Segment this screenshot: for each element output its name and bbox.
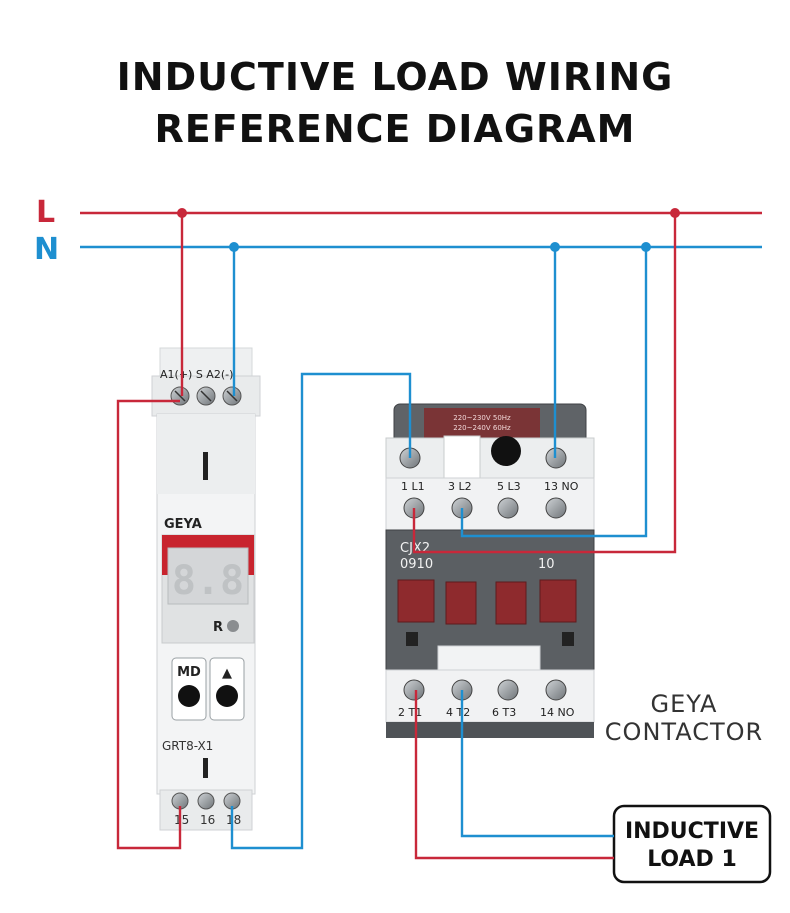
junction-neutral-coil: [550, 242, 560, 252]
timer-brand-logo: GEYA: [164, 517, 202, 532]
junction-live-contactor: [670, 208, 680, 218]
timer-model-label: GRT8-X1: [162, 739, 213, 753]
contactor-coil-label: [424, 408, 540, 438]
wire-t1-to-load: [414, 690, 614, 860]
load-label-line-2: LOAD 1: [647, 847, 737, 872]
timer-display-digits: 8.8: [172, 558, 244, 604]
neutral-line-label: N: [34, 232, 59, 267]
contactor-coil-line-1: 220~230V 50Hz: [453, 414, 511, 422]
contactor-terminal-l3: 5 L3: [497, 480, 521, 493]
timer-relay: A1(+) S A2(-) GEYA 8.8 R MD ▲ GRT8-X1: [151, 347, 261, 831]
contactor-screw-l3: [497, 497, 519, 519]
timer-top-terminal-labels: A1(+) S A2(-): [160, 368, 233, 381]
contactor-terminal-t2: 4 T2: [446, 706, 470, 719]
contactor-caption-line-1: GEYA: [651, 690, 718, 718]
timer-md-button[interactable]: [178, 685, 200, 707]
load-label-line-1: INDUCTIVE: [625, 819, 759, 844]
contactor-terminal-14no: 14 NO: [540, 706, 575, 719]
contactor-screw-13no: [545, 497, 567, 519]
contactor-aux-code: 10: [538, 557, 555, 572]
timer-md-label: MD: [177, 665, 201, 680]
timer-din-slot-bottom: [203, 758, 208, 778]
contactor: 220~230V 50Hz 220~240V 60Hz 1 L1 3 L2 5 …: [385, 403, 595, 738]
timer-up-button[interactable]: [216, 685, 238, 707]
junction-neutral-l2: [641, 242, 651, 252]
timer-reset-indicator: [227, 620, 239, 632]
contactor-terminal-13no: 13 NO: [544, 480, 579, 493]
inductive-load-box: [612, 804, 772, 884]
contactor-red-block-1: [397, 579, 435, 623]
contactor-red-block-2: [445, 581, 477, 625]
contactor-screw-14no: [545, 679, 567, 701]
timer-up-label: ▲: [222, 666, 232, 681]
title-line-2: REFERENCE DIAGRAM: [155, 107, 636, 151]
timer-screw-16: [197, 792, 215, 810]
contactor-terminal-t3: 6 T3: [492, 706, 516, 719]
contactor-label-plate: [437, 645, 541, 673]
timer-din-slot-top: [203, 452, 208, 480]
live-line-label: L: [36, 195, 55, 230]
contactor-terminal-l1: 1 L1: [401, 480, 425, 493]
wire-live-to-l1: [412, 213, 677, 554]
contactor-terminal-l2: 3 L2: [448, 480, 472, 493]
wire-neutral-to-l2: [460, 247, 648, 538]
timer-reset-label: R: [213, 620, 223, 635]
junction-neutral-timer: [229, 242, 239, 252]
contactor-red-block-4: [539, 579, 577, 623]
timer-terminal-16: 16: [200, 813, 215, 827]
wire-a1-to-15: [116, 399, 182, 850]
wire-18-to-coil-a1: [230, 372, 412, 850]
contactor-coil-line-2: 220~240V 60Hz: [453, 424, 511, 432]
contactor-indicator-window: [491, 436, 521, 466]
title-line-1: INDUCTIVE LOAD WIRING: [117, 55, 674, 99]
timer-terminal-15: 15: [174, 813, 189, 827]
timer-terminal-18: 18: [226, 813, 241, 827]
contactor-red-block-3: [495, 581, 527, 625]
contactor-terminal-t1: 2 T1: [398, 706, 422, 719]
contactor-caption-line-2: CONTACTOR: [605, 718, 763, 746]
contactor-model-line-2: 0910: [400, 557, 433, 572]
contactor-screw-t1: [403, 679, 425, 701]
junction-live-timer: [177, 208, 187, 218]
contactor-screw-t3: [497, 679, 519, 701]
wire-t2-to-load: [460, 690, 614, 838]
